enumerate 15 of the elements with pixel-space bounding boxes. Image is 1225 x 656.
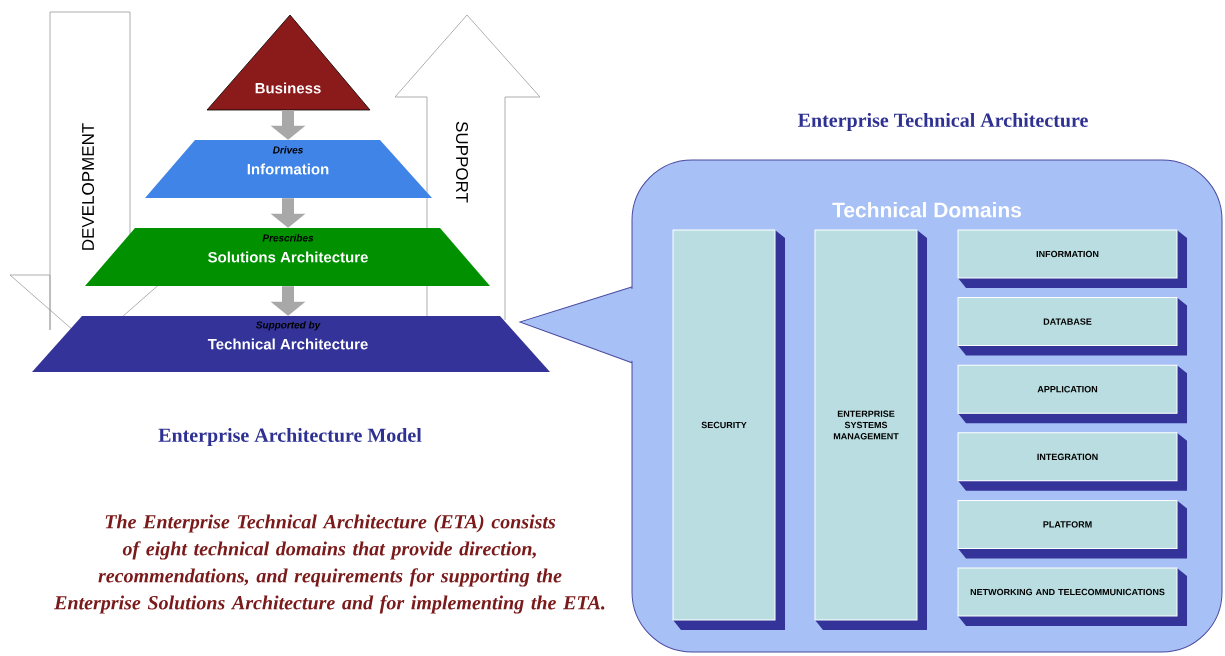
model-caption: Enterprise Architecture Model [158, 427, 422, 447]
title: Enterprise Technical Architecture [798, 112, 1088, 132]
pyramid-layer: Business [206, 14, 371, 111]
domain-box: INTEGRATION [957, 432, 1187, 491]
edge-label: Drives [272, 146, 303, 154]
edge-label: Prescribes [262, 234, 314, 242]
edge-label: Supported by [255, 321, 321, 331]
domain-box: ENTERPRISE SYSTEMS MANAGEMENT [814, 229, 927, 630]
domain-box: DATABASE [957, 297, 1187, 356]
domain-box: NETWORKING AND TELECOMMUNICATIONS [957, 567, 1187, 626]
domain-box: PLATFORM [957, 499, 1187, 559]
arrow-label: SUPPORT [456, 121, 469, 203]
domain-box: SECURITY [672, 229, 785, 630]
domain-box: APPLICATION [957, 364, 1187, 424]
domain-box: INFORMATION [957, 229, 1187, 288]
